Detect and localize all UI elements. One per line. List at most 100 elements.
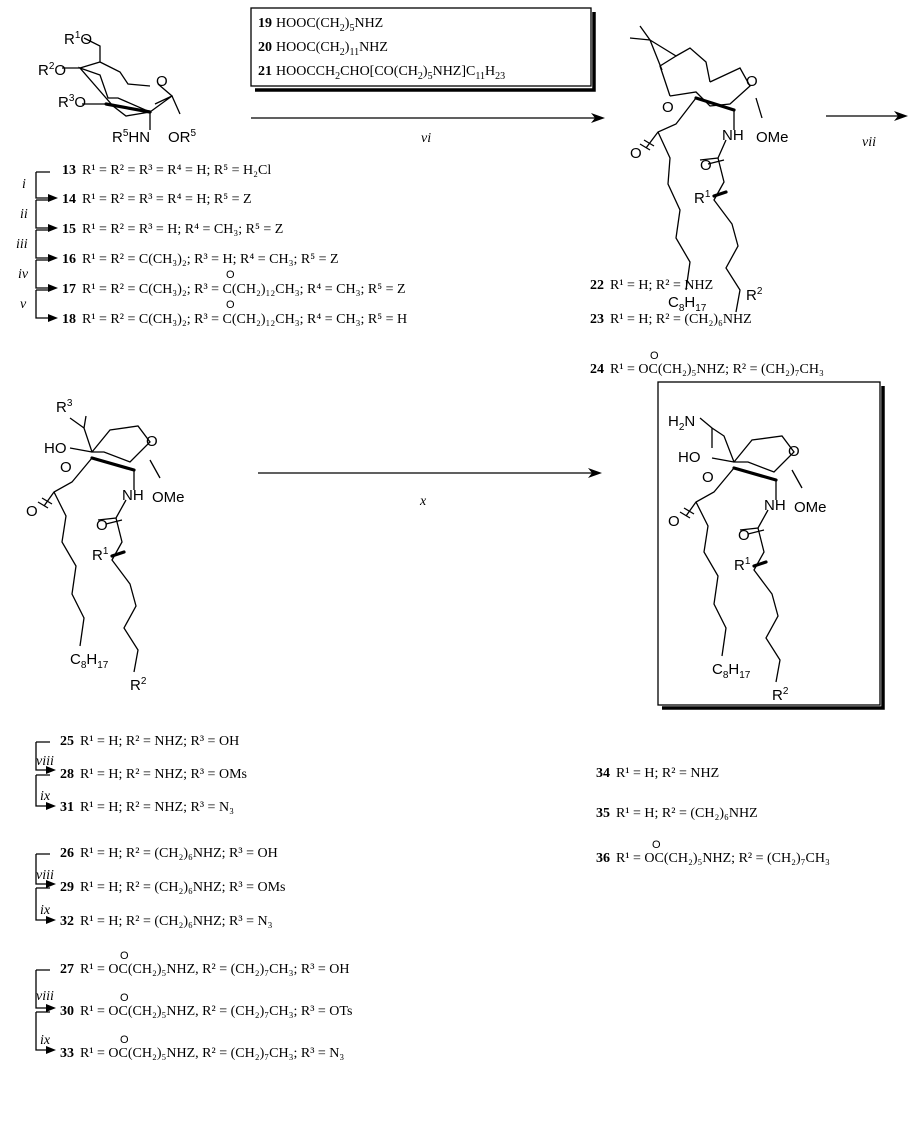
atom-label: R3O xyxy=(58,93,86,111)
ring-bond xyxy=(111,517,139,673)
stereo-bond xyxy=(712,190,728,198)
atom-label: R1 xyxy=(92,546,109,564)
ring-bond xyxy=(675,47,711,83)
atom-label: R1O xyxy=(64,30,92,48)
structure-34-36: H2N HO O O O NH O OMe R1 C8H17 R2 xyxy=(657,381,885,710)
arrow-vii: vii xyxy=(826,111,908,150)
atom-label: R1 xyxy=(694,189,711,207)
atom-label: R3 xyxy=(56,398,73,416)
ring-front-edge xyxy=(104,102,152,114)
atom-label: O xyxy=(746,73,758,90)
atom-label: O xyxy=(26,503,38,520)
step-label-i: i xyxy=(22,177,26,192)
atom-label: C8H17 xyxy=(712,661,751,681)
atom-label: R2O xyxy=(38,61,66,79)
ring-bond xyxy=(639,139,655,151)
stereo-bond xyxy=(110,550,126,558)
arrow-x: x xyxy=(258,468,602,509)
carbonyl-o: O xyxy=(120,992,129,1004)
atom-label: HO xyxy=(44,440,67,457)
atom-label: O xyxy=(788,443,800,460)
atom-label: HO xyxy=(678,449,701,466)
ring-bond xyxy=(669,67,751,107)
structure-22-24: O O O NH O OMe R1 C8H17 R2 xyxy=(629,25,789,314)
ring-bond xyxy=(775,469,803,500)
atom-label: OR5 xyxy=(168,128,197,146)
atom-label: NH xyxy=(122,487,144,504)
ring-bond xyxy=(713,157,741,313)
step-brackets-series1: i ii iii iv v xyxy=(16,171,58,322)
atom-label: O xyxy=(738,527,750,544)
carbonyl-o: O xyxy=(226,299,235,311)
ring-bond xyxy=(53,491,85,647)
atom-label: R5HN xyxy=(112,128,150,146)
step-label-ix: ix xyxy=(40,903,51,918)
carbonyl-o: O xyxy=(120,1034,129,1046)
ring-bond xyxy=(83,37,101,62)
atom-label: O xyxy=(60,459,72,476)
ring-bond xyxy=(755,97,763,119)
step-label-vii: vii xyxy=(862,135,876,150)
pyranose-ring xyxy=(77,66,153,117)
ring-bond xyxy=(69,415,93,453)
ring-bond xyxy=(37,497,53,509)
atom-label: O xyxy=(702,469,714,486)
step-label-v: v xyxy=(20,297,27,312)
ring-bond xyxy=(679,507,695,519)
atom-label: R2 xyxy=(772,686,789,704)
step-label-viii: viii xyxy=(36,754,54,769)
atom-label: O xyxy=(630,145,642,162)
atom-label: O xyxy=(96,517,108,534)
step-label-vi: vi xyxy=(421,131,431,146)
atom-label: H2N xyxy=(668,413,695,433)
atom-label: R2 xyxy=(130,676,147,694)
ring-bond xyxy=(753,527,781,683)
step-label-ix: ix xyxy=(40,1033,51,1048)
ring-front-edge xyxy=(694,96,736,112)
step-label-ix: ix xyxy=(40,789,51,804)
ring-bond xyxy=(657,131,691,291)
atom-label: R2 xyxy=(746,286,763,304)
step-label-viii: viii xyxy=(36,868,54,883)
ring-bond xyxy=(695,501,727,657)
atom-label: R1 xyxy=(734,556,751,574)
stereo-bond xyxy=(752,560,768,568)
step-label-iv: iv xyxy=(18,267,29,282)
structure-25-33: R3 HO O O O NH O OMe R1 C8H17 R2 xyxy=(26,398,185,694)
step-label-ii: ii xyxy=(20,207,28,222)
atom-label: O xyxy=(662,99,674,116)
ring-bond xyxy=(43,457,93,507)
ring-bond xyxy=(649,39,678,97)
arrow-vi: vi xyxy=(251,113,605,146)
structure-13-18: R1O R2O R3O O R5HN OR5 xyxy=(38,30,197,146)
atom-label: OMe xyxy=(756,129,789,146)
atom-label: O xyxy=(146,433,158,450)
atom-label: O xyxy=(700,157,712,174)
atom-label: NH xyxy=(722,127,744,144)
ring-bond xyxy=(685,467,735,517)
step-brackets-series3: viii ix viii ix viii ix xyxy=(35,741,56,1054)
atom-label: NH xyxy=(764,497,786,514)
